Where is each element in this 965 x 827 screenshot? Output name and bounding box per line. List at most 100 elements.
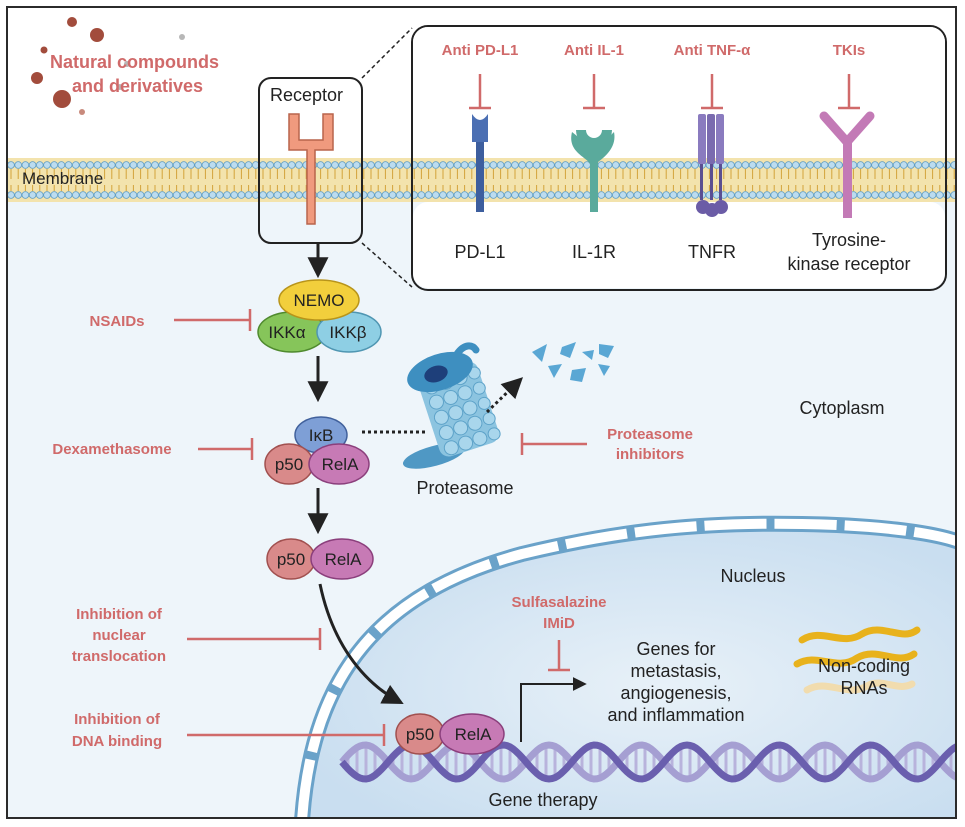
imid-label: IMiD	[543, 615, 575, 632]
lipid-head	[216, 191, 224, 199]
p50-label-1: p50	[275, 455, 303, 474]
lipid-head	[554, 191, 562, 199]
lipid-head	[547, 191, 555, 199]
lipid-head	[57, 191, 66, 199]
lipid-head	[878, 191, 886, 199]
lipid-head	[100, 161, 109, 169]
lipid-head	[921, 191, 930, 199]
lipid-head	[655, 161, 663, 169]
lipid-head	[777, 191, 786, 199]
rela-label-1: RelA	[322, 455, 360, 474]
lipid-head	[950, 191, 955, 199]
lipid-head	[827, 191, 836, 199]
figure-frame: Natural compounds and derivatives Membra…	[6, 6, 957, 819]
dna-binding-inhibition	[187, 724, 386, 746]
degraded-fragments	[532, 342, 614, 382]
lipid-head	[597, 161, 606, 169]
dna-binding-line1: Inhibition of	[74, 711, 161, 728]
lipid-head	[8, 161, 15, 169]
lipid-head	[611, 161, 620, 169]
lipid-head	[172, 161, 181, 169]
nucleus-label: Nucleus	[720, 566, 785, 586]
lipid-head	[388, 161, 397, 169]
tnfr-receptor	[696, 114, 728, 217]
lipid-head	[136, 161, 145, 169]
lipid-head	[216, 161, 224, 169]
lipid-head	[741, 191, 750, 199]
lipid-head	[237, 161, 246, 169]
pdl1-receptor	[472, 114, 488, 212]
lipid-head	[453, 191, 462, 199]
il1r-label: IL-1R	[572, 242, 616, 262]
lipid-head	[619, 161, 627, 169]
lipid-head	[194, 191, 203, 199]
lipid-head	[676, 191, 685, 199]
lipid-head	[691, 191, 699, 199]
lipid-head	[892, 161, 901, 169]
noncoding-rna-strands	[793, 626, 921, 694]
ikb-label: IκB	[309, 426, 334, 445]
lipid-head	[374, 161, 383, 169]
cell-membrane	[8, 158, 955, 202]
lipid-head	[525, 161, 534, 169]
tkr-label-line1: Tyrosine-	[812, 230, 886, 250]
lipid-head	[669, 191, 678, 199]
lipid-head	[928, 161, 937, 169]
receptor-shape	[288, 113, 334, 225]
lipid-head	[374, 191, 383, 199]
lipid-head	[871, 191, 879, 199]
lipid-head	[604, 161, 613, 169]
lipid-head	[863, 191, 872, 199]
lipid-head	[424, 191, 433, 199]
lipid-head	[295, 191, 303, 199]
lipid-head	[791, 161, 800, 169]
lipid-head	[50, 191, 58, 199]
lipid-head	[35, 161, 44, 169]
drug-tkis: TKIs	[833, 42, 866, 59]
lipid-head	[403, 191, 411, 199]
lipid-head	[806, 161, 814, 169]
lipid-head	[633, 161, 642, 169]
lipid-head	[813, 191, 822, 199]
lipid-head	[201, 191, 210, 199]
gene-therapy-label: Gene therapy	[488, 790, 597, 810]
lipid-head	[100, 191, 109, 199]
lipid-head	[460, 161, 469, 169]
zoom-line-top	[361, 27, 413, 79]
lipid-head	[755, 191, 764, 199]
zoom-line-bottom	[361, 242, 413, 288]
lipid-head	[381, 191, 390, 199]
lipid-head	[165, 161, 174, 169]
lipid-head	[503, 161, 512, 169]
lipid-head	[806, 191, 814, 199]
pdl1-label: PD-L1	[454, 242, 505, 262]
lipid-head	[395, 161, 404, 169]
lipid-head	[151, 161, 159, 169]
lipid-head	[446, 191, 455, 199]
lipid-head	[950, 161, 955, 169]
cytoplasm-label: Cytoplasm	[799, 398, 884, 418]
nfkb-pathway-diagram: Natural compounds and derivatives Membra…	[8, 8, 955, 817]
drug-anti-pdl1: Anti PD-L1	[442, 42, 519, 59]
lipid-head	[899, 191, 908, 199]
nemo-label: NEMO	[294, 291, 345, 310]
tnfr-label: TNFR	[688, 242, 736, 262]
lipid-head	[835, 161, 843, 169]
sulfasalazine-label: Sulfasalazine	[511, 594, 606, 611]
ikkb-label: IKKβ	[329, 323, 366, 342]
lipid-head	[223, 191, 231, 199]
lipid-head	[208, 191, 217, 199]
lipid-head	[907, 191, 915, 199]
lipid-head	[770, 191, 778, 199]
lipid-head	[820, 191, 829, 199]
lipid-head	[763, 161, 771, 169]
nuclear-translocation-inhibition	[187, 628, 322, 650]
lipid-head	[381, 161, 390, 169]
dexamethasome-inhibition	[198, 438, 254, 460]
proteasome-label: Proteasome	[416, 478, 513, 498]
lipid-head	[489, 161, 498, 169]
lipid-head	[151, 191, 159, 199]
lipid-head	[640, 161, 649, 169]
drug-anti-tnfa: Anti TNF-α	[674, 42, 751, 59]
lipid-head	[914, 161, 922, 169]
